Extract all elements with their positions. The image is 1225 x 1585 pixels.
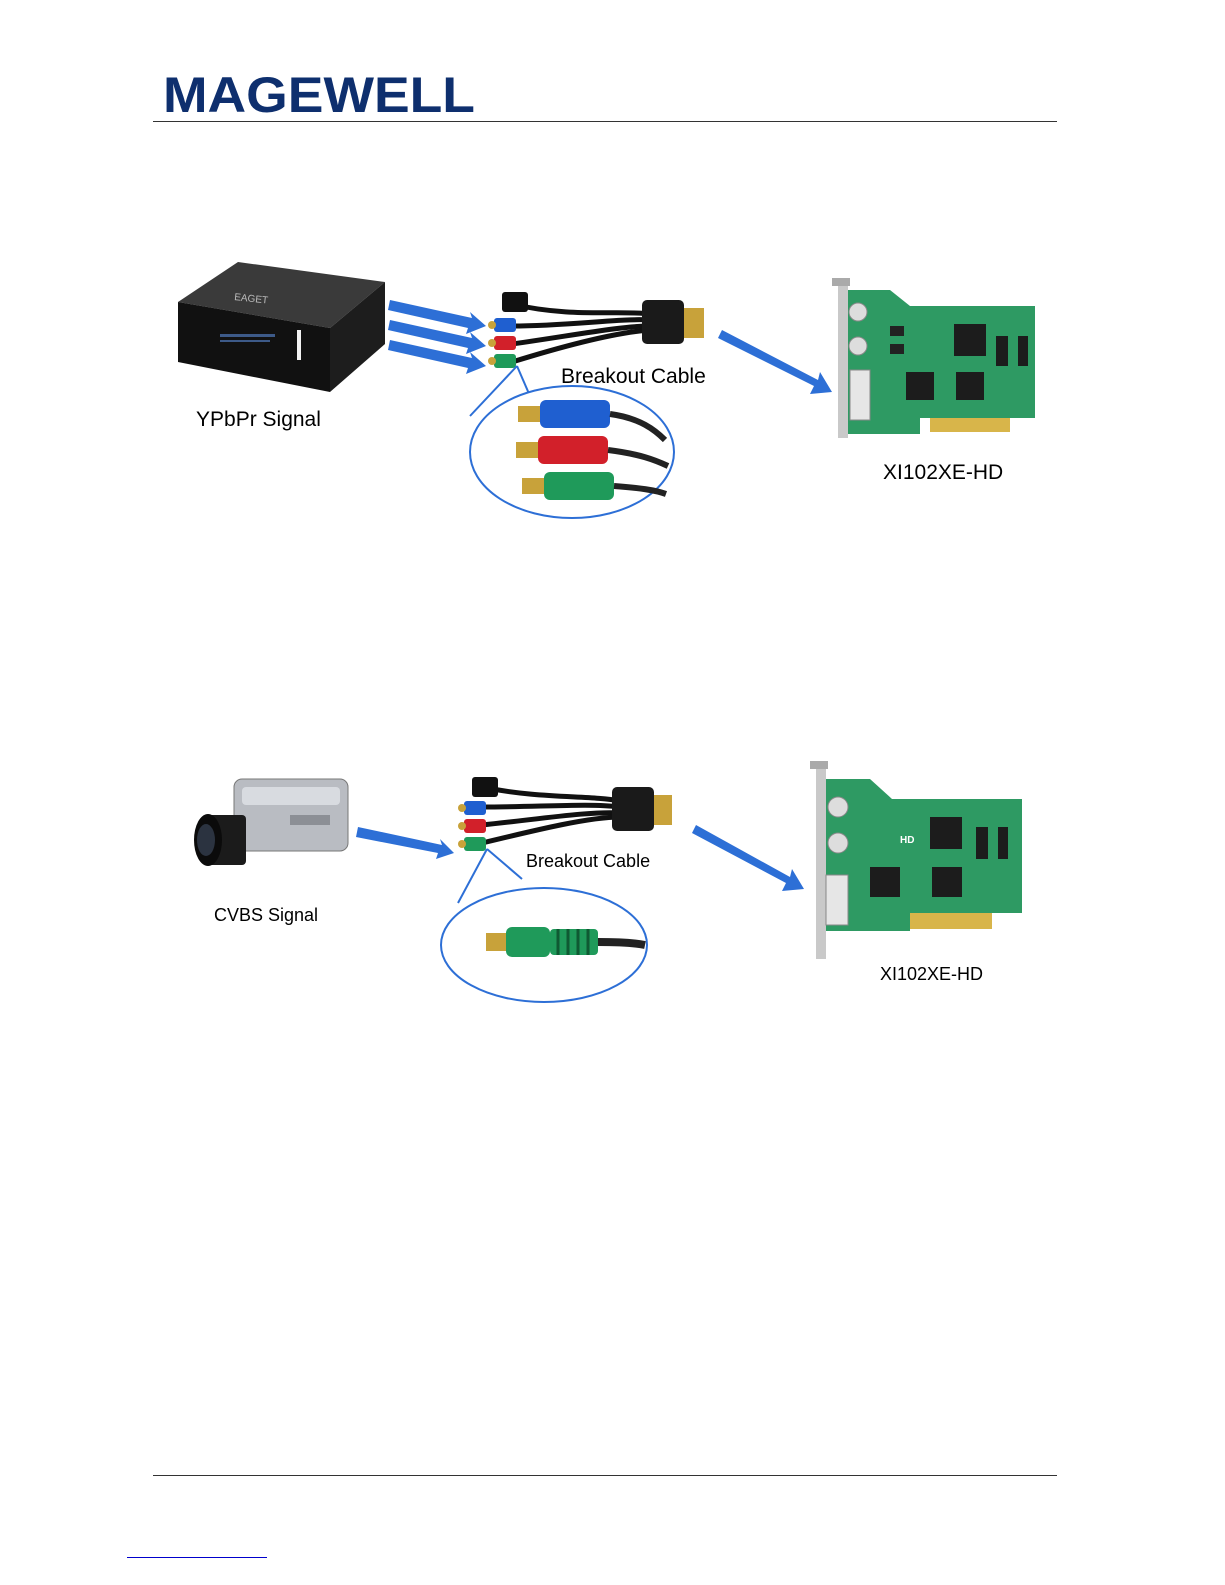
media-player-icon: EAGET: [178, 262, 385, 392]
breakout-cable-icon: [488, 292, 704, 368]
signal-arrows: [388, 300, 486, 374]
cable-label-1: Breakout Cable: [561, 365, 706, 389]
card-arrow-2: [692, 825, 804, 891]
cable-label-2: Breakout Cable: [526, 851, 650, 872]
camera-icon: [194, 779, 348, 866]
capture-card-icon-2: HD: [810, 761, 1022, 959]
footer-link-underline[interactable]: [127, 1557, 267, 1558]
source-label-cvbs: CVBS Signal: [214, 905, 318, 926]
header-rule: [153, 121, 1057, 122]
card-label-1: XI102XE-HD: [883, 461, 1003, 485]
breakout-cable-icon-2: [458, 777, 672, 851]
svg-text:HD: HD: [900, 835, 914, 846]
signal-arrow-2: [356, 827, 454, 859]
footer-rule: [153, 1475, 1057, 1476]
capture-card-icon: [832, 278, 1035, 438]
magewell-logo: MAGEWELL: [163, 72, 478, 116]
logo-text: MAGEWELL: [163, 72, 475, 116]
card-arrow: [718, 330, 832, 394]
source-label-ypbpr: YPbPr Signal: [196, 408, 321, 432]
card-label-2: XI102XE-HD: [880, 964, 983, 985]
